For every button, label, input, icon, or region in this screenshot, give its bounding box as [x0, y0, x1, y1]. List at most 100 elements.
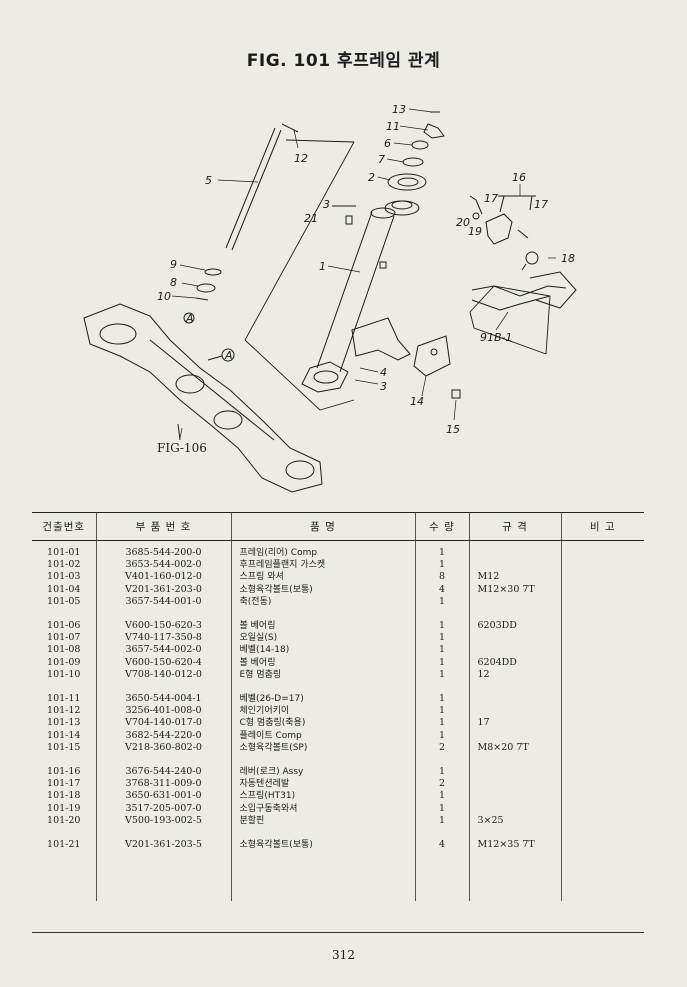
- link-assembly-91b-1: [469, 271, 577, 355]
- spec-cell: [468, 790, 561, 803]
- part-number-cell: 3653-544-002-0: [95, 559, 231, 572]
- remark-cell: [560, 729, 644, 742]
- callout-17-right: 17: [534, 198, 548, 211]
- ref-number-cell: 101-06: [47, 620, 81, 632]
- spec-cell: [468, 632, 561, 645]
- header-part-name: 품 명: [230, 512, 415, 541]
- callout-6: 6: [384, 137, 391, 150]
- page-number: 312: [332, 948, 355, 962]
- drive-shaft: [183, 123, 299, 324]
- part-number-cell: V401-160-012-0: [95, 571, 231, 584]
- part-name-cell: 볼 베어링: [230, 656, 415, 669]
- spec-cell: [468, 693, 561, 706]
- part-name-cell: 체인기어키이: [230, 705, 415, 718]
- remark-cell: [560, 583, 644, 596]
- callout-19: 19: [468, 225, 482, 238]
- part-number-cell: V740-117-350-8: [95, 632, 231, 645]
- part-name-cell: 스프링(HT31): [230, 790, 415, 803]
- quantity-cell: 1: [414, 595, 469, 609]
- quantity-cell: 1: [414, 620, 469, 633]
- spec-cell: M12: [468, 571, 561, 584]
- remark-cell: [560, 741, 644, 755]
- part-number-cell: 3650-544-004-1: [95, 693, 231, 706]
- callout-4: 4: [380, 366, 387, 379]
- group-spacer: [32, 608, 644, 621]
- part-name-cell: 베벨(14-18): [230, 644, 415, 657]
- lock-lever-assembly: [469, 195, 539, 271]
- spec-cell: [468, 595, 561, 609]
- quantity-cell: 1: [414, 540, 469, 560]
- ref-number-cell: 101-10: [47, 668, 81, 680]
- callout-8: 8: [170, 276, 177, 289]
- callout-3: 3: [323, 198, 330, 211]
- quantity-cell: 1: [414, 802, 469, 815]
- callout-2: 2: [368, 171, 375, 184]
- ref-number-cell: 101-16: [47, 766, 81, 778]
- ref-number-cell: 101-18: [47, 790, 81, 802]
- spec-cell: [468, 802, 561, 815]
- callout-11: 11: [386, 120, 400, 133]
- ref-number-cell: 101-07: [47, 632, 81, 644]
- spec-cell: 6204DD: [468, 656, 561, 669]
- part-number-cell: V201-361-203-0: [95, 583, 231, 596]
- ref-number-cell: 101-12: [47, 705, 81, 717]
- transmission-housing: [83, 303, 323, 493]
- quantity-cell: 1: [414, 729, 469, 742]
- header-quantity: 수 량: [414, 512, 469, 541]
- part-name-cell: 오일실(S): [230, 632, 415, 645]
- remark-cell: [560, 839, 644, 852]
- callout-18: 18: [561, 252, 575, 265]
- group-spacer: [32, 681, 644, 694]
- part-number-cell: V708-140-012-0: [95, 668, 231, 682]
- ref-number-cell: 101-03: [47, 571, 81, 583]
- remark-cell: [560, 668, 644, 682]
- spec-cell: [468, 540, 561, 560]
- part-name-cell: 자동텐션레발: [230, 778, 415, 791]
- part-name-cell: C형 멈춤링(축용): [230, 717, 415, 730]
- ref-number-cell: 101-11: [47, 693, 81, 705]
- remark-cell: [560, 778, 644, 791]
- part-name-cell: 스프링 와셔: [230, 571, 415, 584]
- ref-number-cell: 101-05: [47, 595, 81, 607]
- part-number-cell: 3685-544-200-0: [95, 540, 231, 560]
- remark-cell: [560, 571, 644, 584]
- spec-cell: M8×20 7T: [468, 741, 561, 755]
- part-name-cell: 축(전동): [230, 595, 415, 609]
- ref-number-cell: 101-20: [47, 814, 81, 826]
- remark-cell: [560, 766, 644, 779]
- spec-cell: [468, 644, 561, 657]
- table-filler: [32, 851, 644, 902]
- quantity-cell: 1: [414, 632, 469, 645]
- part-name-cell: 분할핀: [230, 814, 415, 828]
- callout-a-shaft: A: [185, 312, 194, 325]
- part-number-cell: V600-150-620-3: [95, 620, 231, 633]
- quantity-cell: 1: [414, 656, 469, 669]
- gear-11: [423, 123, 445, 139]
- part-name-cell: 소형육각볼트(SP): [230, 741, 415, 755]
- part-number-cell: 3650-631-001-0: [95, 790, 231, 803]
- quantity-cell: 8: [414, 571, 469, 584]
- remark-cell: [560, 790, 644, 803]
- callout-a-housing: A: [224, 349, 233, 362]
- remark-cell: [560, 632, 644, 645]
- part-name-cell: 베벨(26-D=17): [230, 693, 415, 706]
- flange-gasket: [387, 173, 427, 191]
- ref-number-cell: 101-15: [47, 741, 81, 753]
- part-name-cell: E형 멈춤링: [230, 668, 415, 682]
- quantity-cell: 1: [414, 668, 469, 682]
- part-number-cell: V500-193-002-5: [95, 814, 231, 828]
